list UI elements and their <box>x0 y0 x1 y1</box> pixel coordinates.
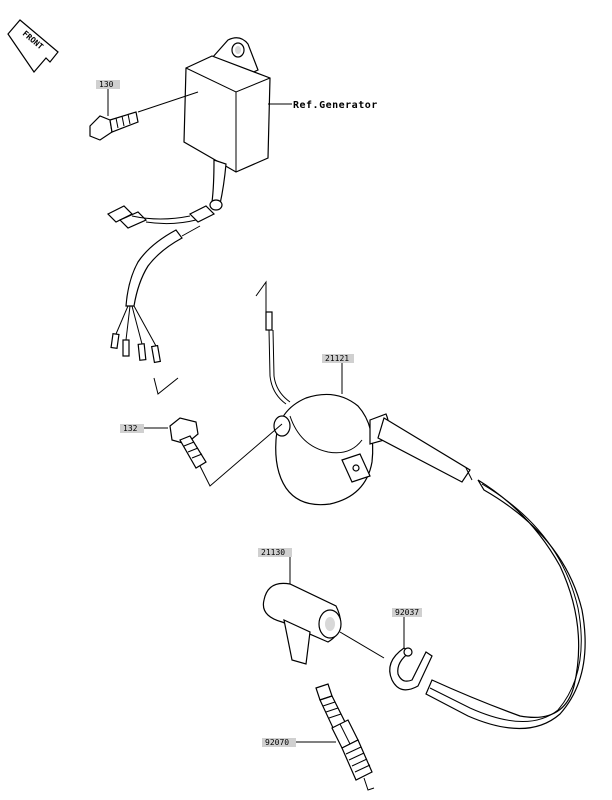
clamp[interactable]: 92037 <box>389 608 433 691</box>
part-number-21130: 21130 <box>261 548 285 557</box>
part-number-130: 130 <box>99 80 114 89</box>
high-tension-lead[interactable] <box>425 479 586 730</box>
wire-harness[interactable] <box>106 205 216 395</box>
cdi-unit[interactable] <box>183 37 271 211</box>
part-number-92070: 92070 <box>265 738 289 747</box>
part-number-132: 132 <box>123 424 138 433</box>
spark-plug[interactable]: 92070 <box>262 683 375 791</box>
ref-generator-label: Ref.Generator <box>293 100 378 111</box>
bolt-130[interactable]: 130 <box>89 80 139 141</box>
bolt-132[interactable]: 132 <box>120 417 207 469</box>
spark-plug-cap[interactable]: 21130 <box>258 548 385 665</box>
front-arrow-icon: FRONT <box>7 19 59 73</box>
part-number-21121: 21121 <box>325 354 349 363</box>
part-number-92037: 92037 <box>395 608 419 617</box>
ignition-coil[interactable]: 21121 <box>255 280 473 506</box>
